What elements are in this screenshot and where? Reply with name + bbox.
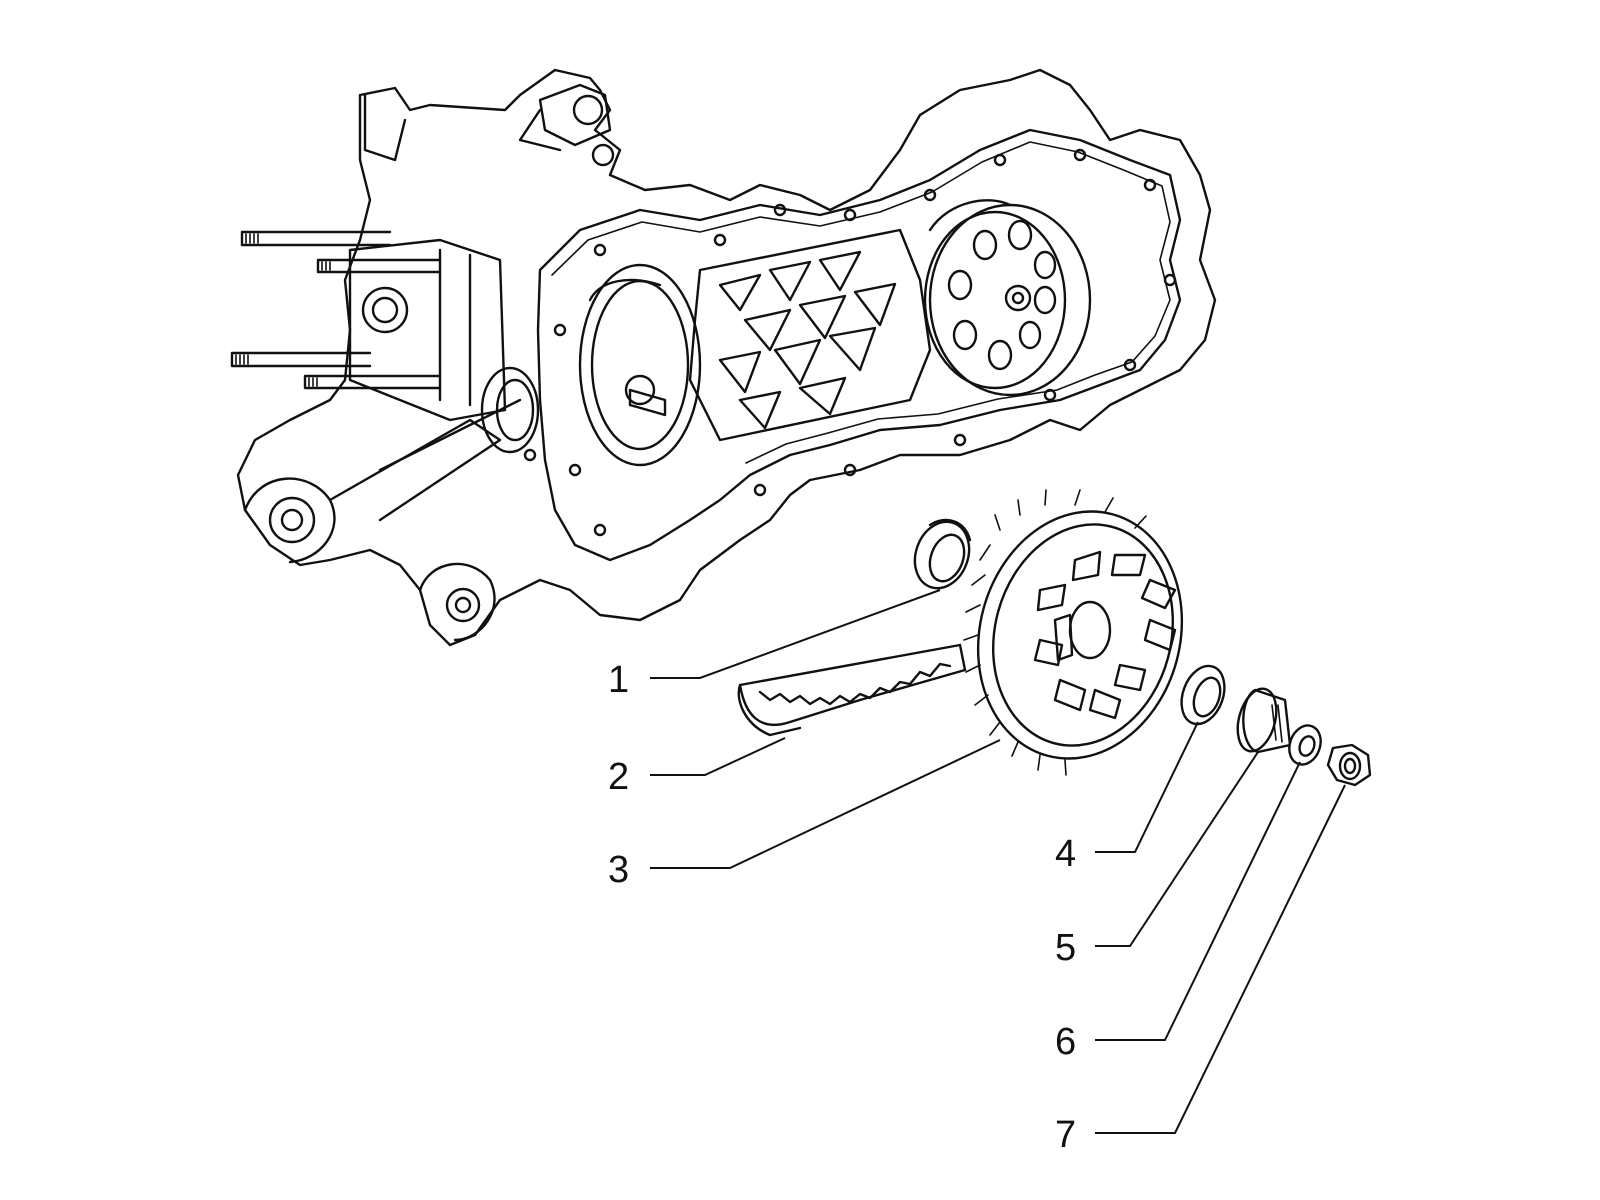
engine-crankcase	[230, 68, 1217, 647]
callout-5: 5	[1055, 927, 1076, 969]
clutch-bell	[923, 199, 1092, 397]
oil-filler-boss	[480, 366, 540, 462]
ribbed-lattice	[688, 228, 932, 442]
part-6-washer	[1288, 724, 1322, 766]
leader-3	[650, 739, 1001, 869]
callout-6: 6	[1055, 1021, 1076, 1063]
part-7-nut	[1326, 743, 1372, 787]
part-4-small-seal	[1180, 664, 1226, 726]
callout-4: 4	[1055, 833, 1076, 875]
callout-2: 2	[608, 756, 629, 798]
leader-7	[1095, 784, 1346, 1134]
leader-lines	[650, 589, 1346, 1134]
leader-2	[650, 737, 786, 776]
callout-7: 7	[1055, 1114, 1076, 1156]
leader-1	[650, 589, 941, 679]
variator-pulley	[578, 263, 702, 467]
callout-labels: 1 2 3 4 5 6 7	[608, 659, 1076, 1156]
part-3-driven-gear	[963, 489, 1184, 776]
cylinder-studs	[230, 230, 442, 390]
part-1-oil-seal	[913, 518, 972, 590]
gasket-bolt-holes	[553, 148, 1177, 537]
callout-3: 3	[608, 849, 629, 891]
part-5-bearing	[1236, 687, 1292, 754]
leader-4	[1095, 721, 1199, 853]
leader-6	[1095, 761, 1301, 1041]
callout-1: 1	[608, 659, 629, 701]
part-2-drive-belt	[737, 643, 967, 737]
leader-5	[1095, 751, 1259, 947]
